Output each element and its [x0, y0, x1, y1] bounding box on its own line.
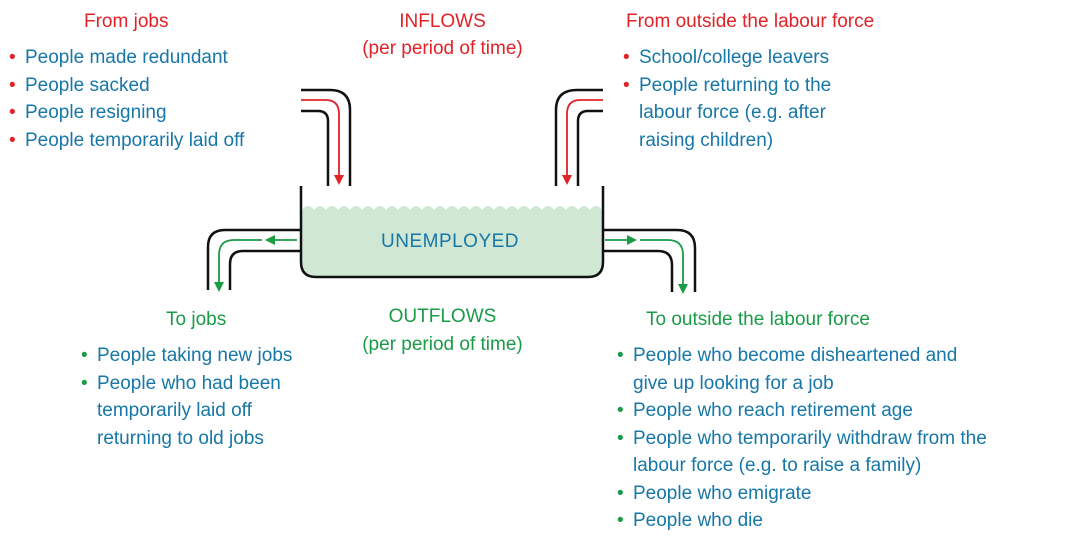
list-item-text: People made redundant: [25, 47, 228, 68]
list-item: • People returning to the: [622, 72, 831, 100]
list-item: labour force (e.g. to raise a family): [616, 452, 987, 480]
list-item-text: People who temporarily withdraw from the: [633, 427, 987, 449]
outflows-subheading: (per period of time): [362, 334, 523, 355]
list-item-text: returning to old jobs: [97, 427, 264, 449]
outflow-pipe-left: [206, 228, 301, 292]
bullet: •: [81, 372, 88, 394]
from-jobs-list: • People made redundant • People sacked • P…: [8, 44, 244, 154]
list-item: • People who become disheartened and: [616, 342, 987, 370]
inflow-pipe-left: [301, 88, 352, 186]
bullet: •: [617, 427, 624, 449]
list-item: • People who reach retirement age: [616, 397, 987, 425]
list-item-text: People returning to the: [639, 74, 832, 96]
outflows-heading: OUTFLOWS: [388, 306, 497, 327]
list-item: labour force (e.g. after: [622, 99, 831, 127]
list-item: returning to old jobs: [80, 425, 292, 453]
list-item-text: give up looking for a job: [633, 372, 834, 394]
list-item-text: People who die: [633, 510, 763, 531]
list-item: • People who die: [616, 507, 987, 535]
bullet: •: [9, 129, 16, 151]
from-outside-list: • School/college leavers • People returnin…: [622, 44, 831, 154]
list-item: • People who temporarily withdraw from th…: [616, 425, 987, 453]
to-outside-list: • People who become disheartened and give…: [616, 342, 987, 535]
bullet: •: [617, 345, 624, 366]
inflow-pipe-right: [554, 88, 603, 186]
tank-water: [302, 206, 602, 276]
bullet: •: [623, 47, 630, 68]
list-item: • People temporarily laid off: [8, 127, 244, 155]
list-item: • People taking new jobs: [80, 342, 292, 370]
to-jobs-heading: To jobs: [166, 309, 227, 330]
list-item-text: School/college leavers: [639, 47, 830, 68]
list-item-text: temporarily laid off: [97, 400, 252, 421]
bullet: •: [617, 510, 624, 531]
list-item-text: People who reach retirement age: [633, 400, 913, 421]
list-item-text: labour force (e.g. to raise a family): [633, 455, 922, 476]
tank-outline: [299, 186, 605, 279]
list-item: raising children): [622, 127, 831, 155]
list-item: • People who had been: [80, 370, 292, 398]
bullet: •: [617, 400, 624, 421]
bullet: •: [623, 74, 630, 96]
to-outside-heading: To outside the labour force: [646, 309, 870, 330]
from-outside-heading: From outside the labour force: [626, 11, 875, 32]
list-item: • People resigning: [8, 99, 244, 127]
bullet: •: [9, 102, 16, 123]
bullet: •: [9, 74, 16, 96]
outflow-pipe-right: [603, 228, 697, 294]
list-item: • People sacked: [8, 72, 244, 100]
list-item-text: People taking new jobs: [97, 345, 293, 366]
bullet: •: [9, 47, 16, 68]
list-item: • People who emigrate: [616, 480, 987, 508]
bullet: •: [81, 345, 88, 366]
to-jobs-list: • People taking new jobs • People who had …: [80, 342, 292, 452]
tank-label: UNEMPLOYED: [381, 231, 520, 252]
list-item-text: People who emigrate: [633, 482, 812, 504]
list-item-text: People sacked: [25, 74, 150, 96]
from-jobs-heading: From jobs: [84, 11, 169, 32]
list-item-text: labour force (e.g. after: [639, 102, 826, 123]
list-item: temporarily laid off: [80, 397, 292, 425]
list-item-text: People resigning: [25, 102, 167, 123]
list-item: • School/college leavers: [622, 44, 831, 72]
list-item: give up looking for a job: [616, 370, 987, 398]
list-item-text: People temporarily laid off: [25, 129, 245, 151]
inflows-subheading: (per period of time): [362, 38, 523, 59]
list-item: • People made redundant: [8, 44, 244, 72]
list-item-text: People who become disheartened and: [633, 345, 958, 366]
bullet: •: [617, 482, 624, 504]
inflows-heading: INFLOWS: [399, 11, 486, 32]
list-item-text: raising children): [639, 129, 774, 151]
list-item-text: People who had been: [97, 372, 281, 394]
